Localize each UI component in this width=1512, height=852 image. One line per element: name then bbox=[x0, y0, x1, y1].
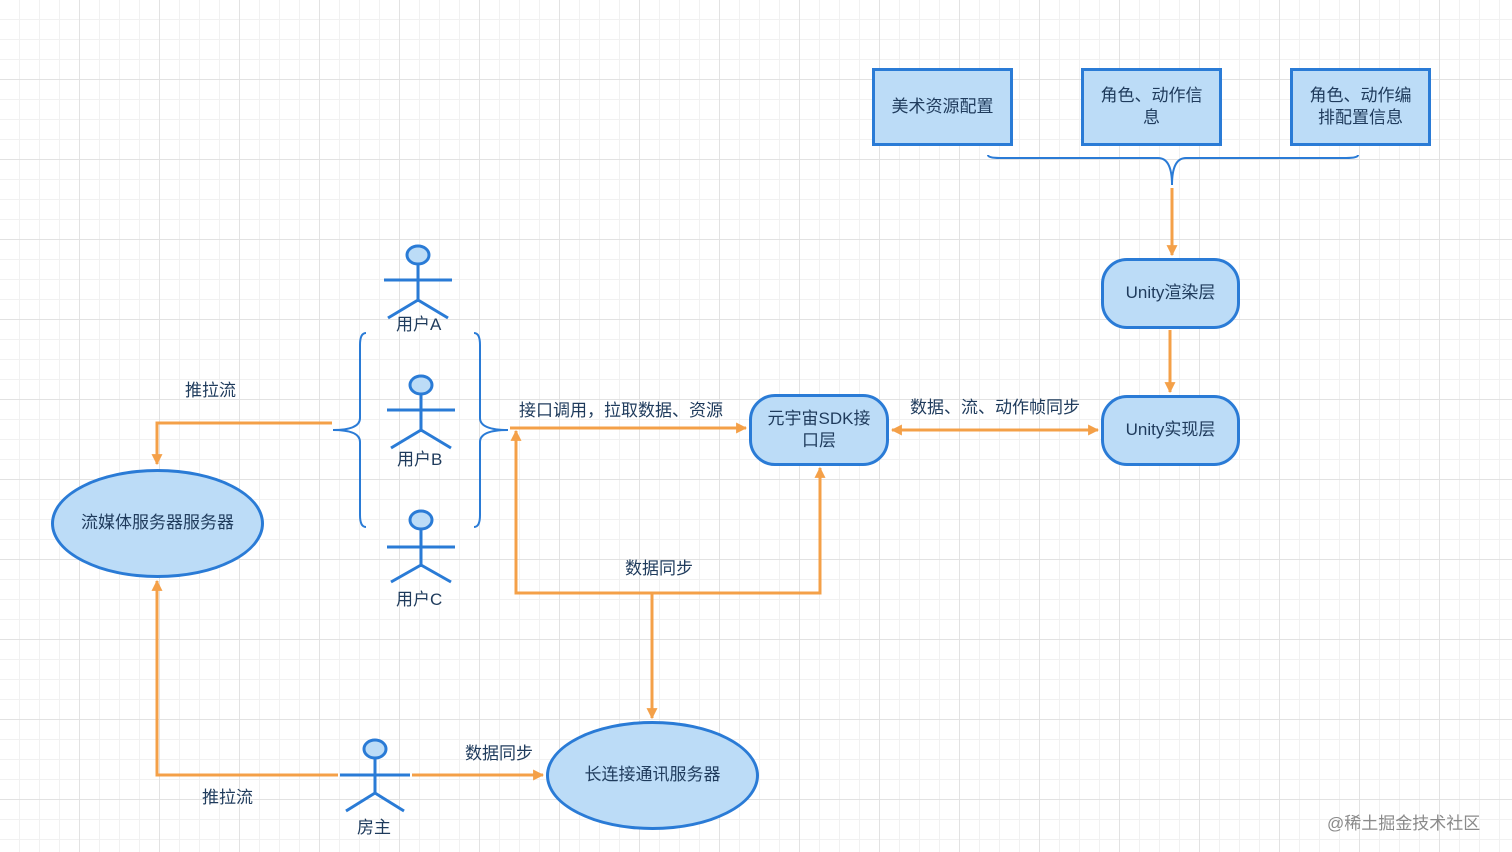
actor-user-b-label: 用户B bbox=[397, 450, 443, 469]
push-pull-top-label: 推拉流 bbox=[185, 381, 236, 400]
sdk-interface-node bbox=[749, 394, 889, 466]
role-action-info-label: 角色、动作信息 bbox=[1100, 85, 1203, 127]
actor-user-c-label: 用户C bbox=[396, 590, 443, 609]
actor-host-label: 房主 bbox=[357, 818, 391, 837]
unity-render-node bbox=[1101, 258, 1240, 329]
sync-to-users-arrow bbox=[510, 429, 652, 595]
push-pull-bottom-label: 推拉流 bbox=[202, 788, 253, 807]
actor-user-c bbox=[387, 509, 455, 584]
actor-user-a-label: 用户A bbox=[396, 315, 442, 334]
config-brace bbox=[987, 154, 1359, 186]
data-sync-host-label: 数据同步 bbox=[465, 744, 533, 763]
actor-host bbox=[340, 738, 410, 813]
sdk-interface-label: 元宇宙SDK接口层 bbox=[767, 408, 871, 450]
streaming-server-node bbox=[51, 469, 264, 578]
data-stream-sync-label: 数据、流、动作帧同步 bbox=[910, 398, 1080, 417]
long-conn-server-label: 长连接通讯服务器 bbox=[584, 765, 721, 785]
users-right-brace bbox=[473, 332, 509, 528]
role-action-orchestration-node bbox=[1290, 68, 1431, 146]
actor-user-b bbox=[387, 374, 455, 450]
watermark: @稀土掘金技术社区 bbox=[1327, 814, 1481, 833]
art-config-node bbox=[872, 68, 1013, 146]
unity-impl-label: Unity实现层 bbox=[1125, 420, 1216, 440]
users-to-streaming-arrow bbox=[151, 421, 332, 466]
unity-impl-node bbox=[1101, 395, 1240, 466]
art-config-label: 美术资源配置 bbox=[891, 96, 994, 116]
api-call-label: 接口调用，拉取数据、资源 bbox=[519, 401, 723, 420]
host-to-streaming-arrow bbox=[151, 579, 338, 777]
users-left-brace bbox=[332, 332, 367, 528]
role-action-orchestration-label: 角色、动作编排配置信息 bbox=[1309, 85, 1412, 127]
role-action-info-node bbox=[1081, 68, 1222, 146]
actor-user-a bbox=[384, 244, 452, 320]
data-sync-middle-label: 数据同步 bbox=[625, 559, 693, 578]
long-conn-server-node bbox=[546, 721, 759, 830]
streaming-server-label: 流媒体服务器服务器 bbox=[81, 513, 234, 533]
unity-render-label: Unity渲染层 bbox=[1125, 283, 1216, 303]
sync-to-sdk-arrow bbox=[652, 466, 826, 595]
